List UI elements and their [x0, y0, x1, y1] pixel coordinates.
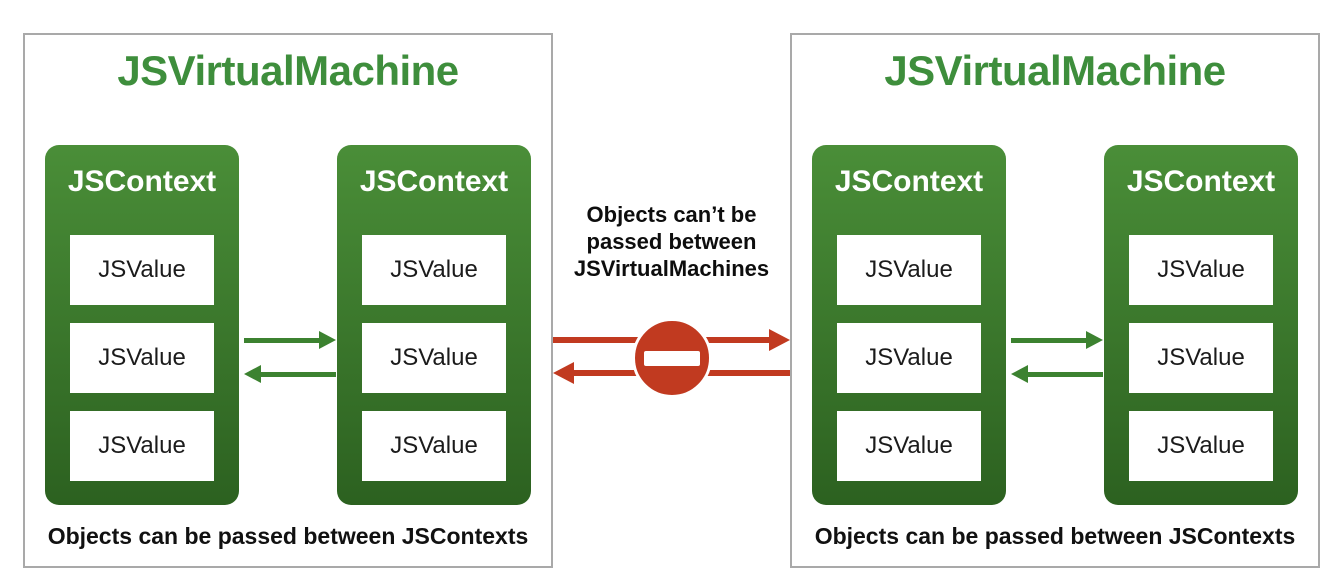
jsvalue-box: JSValue: [1129, 235, 1273, 305]
jsvalue-box: JSValue: [837, 411, 981, 481]
arrow-head: [769, 329, 790, 351]
jscontext-title: JSContext: [834, 165, 984, 198]
jsvirtualmachine-box-right: JSVirtualMachine JSContext JSValue JSVal…: [790, 33, 1320, 568]
green-arrow-left-icon: [1011, 365, 1103, 383]
no-entry-bar: [644, 350, 700, 366]
arrow-head: [1011, 365, 1028, 383]
green-arrow-right-icon: [244, 331, 336, 349]
green-arrow-right-icon: [1011, 331, 1103, 349]
green-arrow-left-icon: [244, 365, 336, 383]
vm-caption: Objects can be passed between JSContexts: [814, 523, 1296, 549]
jsvalue-box: JSValue: [362, 411, 506, 481]
jsvalue-box: JSValue: [1129, 323, 1273, 393]
jsvalue-box: JSValue: [70, 411, 214, 481]
jscontext-box: JSContext JSValue JSValue JSValue: [337, 145, 531, 505]
jscontext-title: JSContext: [1126, 165, 1276, 198]
jscontext-box: JSContext JSValue JSValue JSValue: [812, 145, 1006, 505]
jsvalue-box: JSValue: [837, 323, 981, 393]
jsvalue-box: JSValue: [837, 235, 981, 305]
arrow-head: [319, 331, 336, 349]
arrow-shaft: [1011, 337, 1086, 343]
jsvalue-box: JSValue: [70, 235, 214, 305]
jsvalue-box: JSValue: [70, 323, 214, 393]
vm-caption: Objects can be passed between JSContexts: [47, 523, 529, 549]
arrow-head: [1086, 331, 1103, 349]
arrow-shaft: [244, 337, 319, 343]
middle-note-line: passed between: [586, 229, 757, 254]
arrow-head: [553, 362, 574, 384]
blocked-zone: Objects can’t be passed between JSVirtua…: [553, 0, 790, 584]
vm-title: JSVirtualMachine: [117, 47, 459, 94]
jsvalue-box: JSValue: [1129, 411, 1273, 481]
jsvalue-box: JSValue: [362, 235, 506, 305]
middle-note-line: JSVirtualMachines: [573, 256, 770, 281]
vm-title: JSVirtualMachine: [884, 47, 1226, 94]
arrow-shaft: [261, 371, 336, 377]
arrow-head: [244, 365, 261, 383]
arrow-shaft: [1028, 371, 1103, 377]
jscontext-title: JSContext: [359, 165, 509, 198]
middle-note-line: Objects can’t be: [586, 202, 757, 227]
middle-note: Objects can’t be passed between JSVirtua…: [553, 201, 790, 282]
jscontext-title: JSContext: [67, 165, 217, 198]
no-entry-icon: [632, 318, 712, 398]
jsvirtualmachine-box-left: JSVirtualMachine JSContext JSValue JSVal…: [23, 33, 553, 568]
jscontext-box: JSContext JSValue JSValue JSValue: [45, 145, 239, 505]
jsvalue-box: JSValue: [362, 323, 506, 393]
jscontext-box: JSContext JSValue JSValue JSValue: [1104, 145, 1298, 505]
